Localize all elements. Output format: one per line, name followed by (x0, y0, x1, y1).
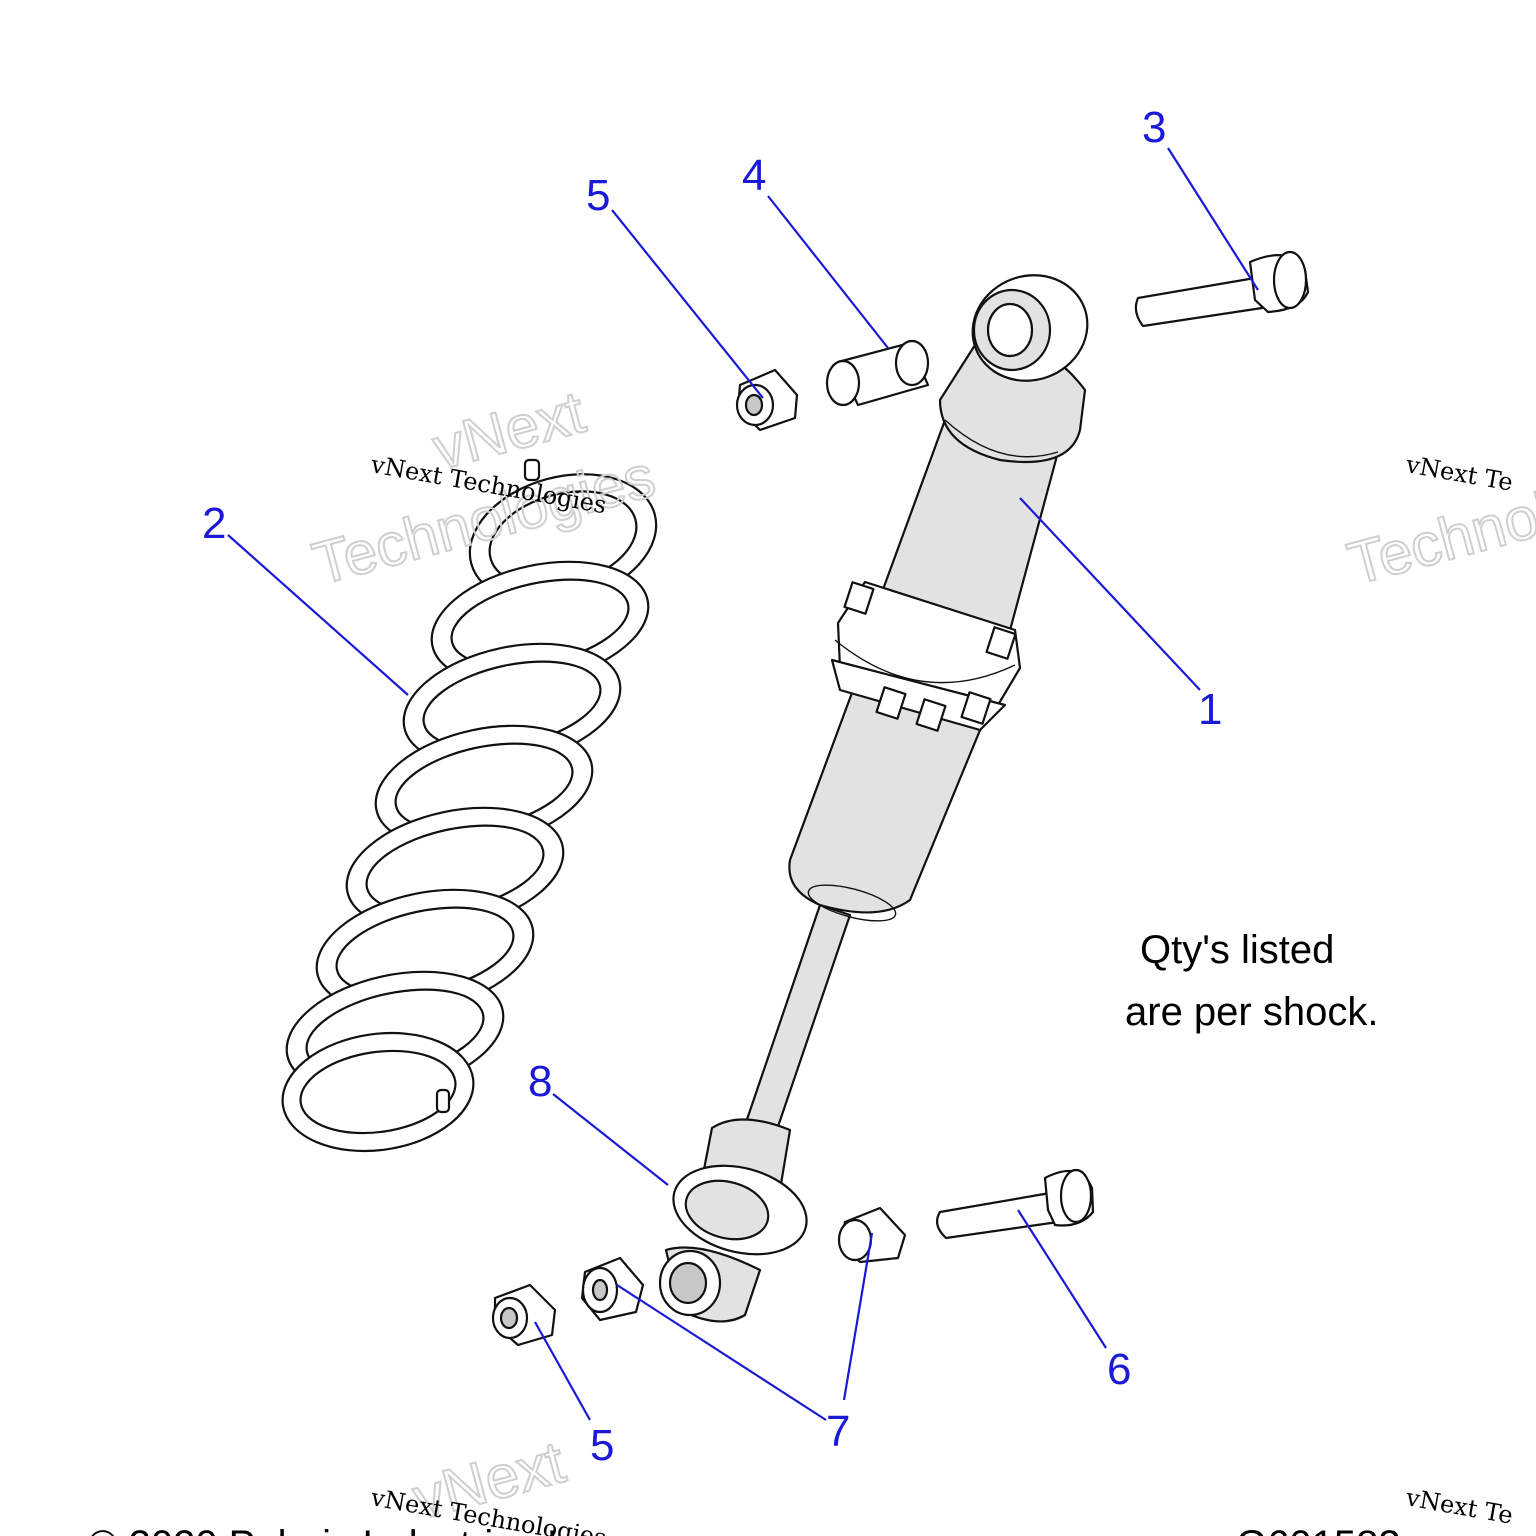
callout-4: 4 (742, 151, 766, 200)
leader-lines (227, 147, 1259, 1421)
lower-bolt (935, 1168, 1095, 1240)
callout-5-lower: 5 (590, 1421, 614, 1470)
watermark-outline-right: Technol (1341, 479, 1536, 597)
coil-spring (281, 458, 658, 1153)
figure-id: G601583 (1236, 1523, 1401, 1536)
callout-6: 6 (1107, 1345, 1131, 1394)
watermark-mono-right: vNext Te (1403, 450, 1515, 496)
callout-5-upper: 5 (586, 171, 610, 220)
upper-bolt (1134, 250, 1310, 328)
callout-2: 2 (202, 499, 226, 548)
quantity-note-line2: are per shock. (1125, 990, 1378, 1034)
watermark-mono-bottom-right: vNext Te (1403, 1483, 1515, 1529)
upper-sleeve (825, 339, 930, 407)
quantity-note-line1: Qty's listed (1140, 928, 1334, 972)
callout-numbers: 1 2 3 4 5 6 7 5 8 (202, 103, 1222, 1470)
lower-nut (491, 1283, 557, 1347)
callout-8: 8 (528, 1057, 552, 1106)
callout-3: 3 (1142, 103, 1166, 152)
callout-1: 1 (1198, 685, 1222, 734)
shock-absorber (658, 274, 1089, 1323)
upper-nut (735, 368, 799, 432)
lower-bushing-left (580, 1256, 645, 1322)
callout-7: 7 (826, 1407, 850, 1456)
copyright-text: © 2020 Polaris Industries Inc. (88, 1523, 611, 1536)
